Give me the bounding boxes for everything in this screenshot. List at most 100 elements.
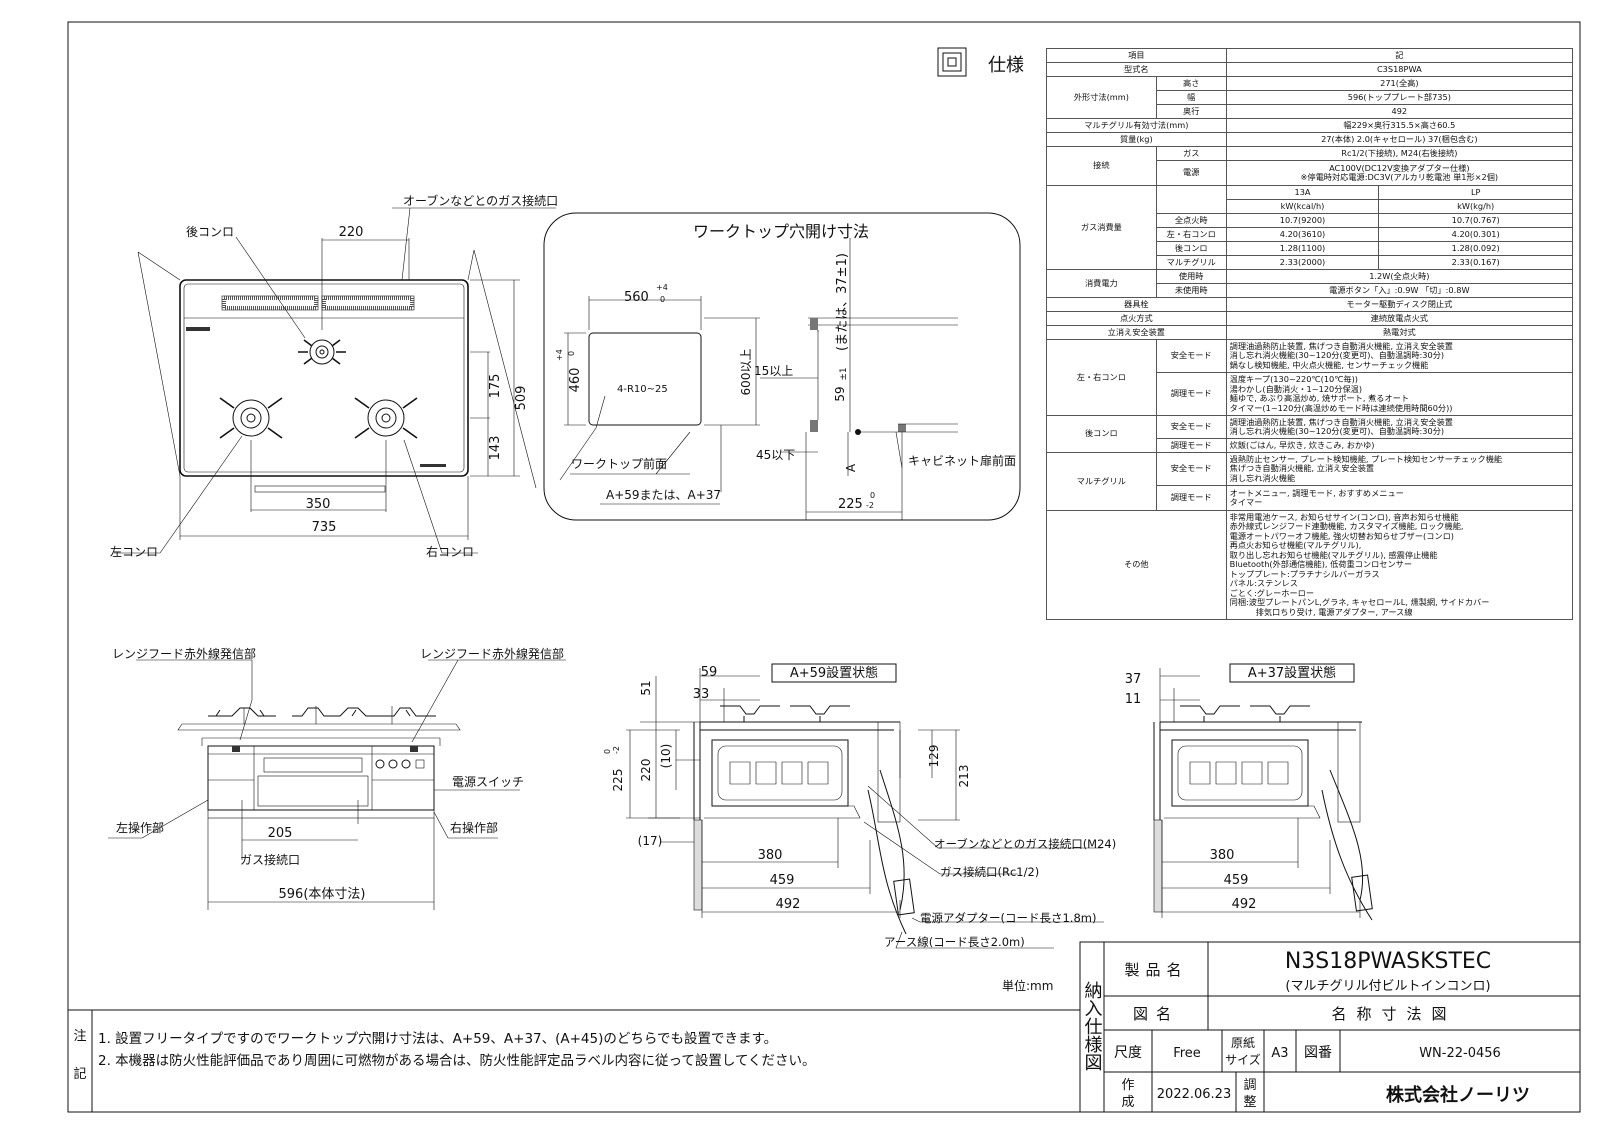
a37-d37: 37 <box>1125 672 1142 687</box>
cutout-d59-tol: ±1 <box>839 367 849 380</box>
spec-row-valve: 器具栓モーター駆動ディスク閉止式 <box>1046 297 1574 312</box>
unit-label: 単位:mm <box>1002 978 1053 993</box>
notes-label-2: 記 <box>73 1066 86 1082</box>
top-view <box>114 207 556 554</box>
drawing-name: 名称寸法図 <box>1331 1005 1456 1023</box>
drawing-no: WN-22-0456 <box>1419 1046 1501 1061</box>
product-subtitle: (マルチグリル付ビルトインコンロ) <box>1285 979 1490 994</box>
cutout-w560-tol: +4 <box>656 283 668 292</box>
cutout-radius: 4-R10~25 <box>617 384 668 395</box>
a59-d220: 220 <box>639 759 653 782</box>
cutout-dn45: 45以下 <box>756 448 795 462</box>
spec-row-mass: 質量(kg)27(本体) 2.0(キャセロール) 37(梱包含む) <box>1046 132 1574 147</box>
front-view <box>108 659 566 910</box>
control-knobs-icon <box>375 759 411 769</box>
dim-205: 205 <box>268 826 293 841</box>
a37-d380: 380 <box>1210 848 1235 863</box>
spec-row-flame-safety: 立消え安全装置熱電対式 <box>1046 325 1574 340</box>
check-label-1: 調 <box>1243 1078 1256 1093</box>
top-gas-port-label: オーブンなどとのガス接続口 <box>403 193 558 208</box>
dim-735: 735 <box>312 520 337 535</box>
left-operation-label: 左操作部 <box>116 820 164 835</box>
cutout-cabinet-label: キャビネット扉前面 <box>908 453 1016 468</box>
right-operation-label: 右操作部 <box>450 820 498 835</box>
made-label-2: 成 <box>1121 1095 1134 1110</box>
cutout-a: A <box>844 463 858 472</box>
cutout-a59-label: A+59または、A+37 <box>606 488 721 502</box>
notes-label-1: 注 <box>73 1029 86 1044</box>
spec-row-lr-safe: 左・右コンロ 安全モード 調理油過熱防止装置, 焦げつき自動消火機能, 立消え安… <box>1046 339 1574 416</box>
product-name-label: 製品名 <box>1124 961 1187 979</box>
a37-d11: 11 <box>1125 692 1142 707</box>
dim-143: 143 <box>488 436 503 461</box>
spec-row-mg-safe: マルチグリル 安全モード 過熱防止センサー, プレート検知機能, プレート検知セ… <box>1046 452 1574 511</box>
right-burner-label: 右コンロ <box>426 544 474 559</box>
cutout-h460: 460 <box>568 368 583 393</box>
a59-d33: 33 <box>693 687 710 702</box>
rear-burner-label: 後コンロ <box>186 225 234 239</box>
scale-label: 尺度 <box>1114 1045 1142 1061</box>
cutout-d225-tol: 0 <box>870 491 875 500</box>
paper-size-label-2: サイズ <box>1225 1052 1261 1067</box>
spec-row-model: 型式名 C3S18PWA <box>1046 62 1574 77</box>
paper-size-label-1: 原紙 <box>1231 1035 1255 1050</box>
drawing-name-label: 図名 <box>1133 1005 1179 1023</box>
side-view-a37 <box>1153 663 1373 921</box>
cutout-title: ワークトップ穴開け寸法 <box>693 222 869 241</box>
a59-earth-label: アース線(コード長さ2.0m) <box>884 935 1025 949</box>
a59-title: A+59設置状態 <box>790 665 878 681</box>
cutout-w560-tol2: 0 <box>660 295 665 304</box>
dim-220: 220 <box>339 225 364 240</box>
spec-row-other: その他 非常用電池ケース, お知らせサイン(コンロ), 音声お知らせ機能赤外線式… <box>1046 510 1574 620</box>
cutout-d225: 225 <box>838 497 863 512</box>
drawing-no-label: 図番 <box>1304 1045 1332 1061</box>
a37-d492: 492 <box>1232 897 1257 912</box>
cutout-h460-tol2: 0 <box>567 351 576 356</box>
side-view-a59 <box>626 663 1104 949</box>
cutout-d225-tol2: -2 <box>866 501 874 510</box>
made-date: 2022.06.23 <box>1157 1087 1231 1102</box>
left-burner-label: 左コンロ <box>110 544 158 559</box>
a59-oven-gas-label: オーブンなどとのガス接続口(M24) <box>934 837 1116 851</box>
cutout-diagram <box>543 212 1021 521</box>
cutout-up15: 15以上 <box>754 364 793 378</box>
dim-509: 509 <box>514 386 529 411</box>
cutout-h600: 600以上 <box>739 349 753 396</box>
hood-ir-right-label: レンジフード赤外線発信部 <box>420 646 564 661</box>
a37-d459: 459 <box>1224 873 1249 888</box>
dim-175: 175 <box>488 374 503 399</box>
cutout-w560: 560 <box>624 290 649 305</box>
delivery-spec-label: 納入仕様図 <box>1082 981 1103 1071</box>
spec-row-mg-cook: 調理モード オートメニュー, 調理モード, おすすめメニュータイマー <box>1047 485 1574 511</box>
dim-596: 596(本体寸法) <box>279 887 366 902</box>
a59-adapter-label: 電源アダプター(コード長さ1.8m) <box>920 911 1096 925</box>
spec-row-power: 電源 AC100V(DC12V変換アダプター仕様)※停電時対応電源:DC3V(ア… <box>1047 160 1574 186</box>
a59-d59: 59 <box>701 665 718 680</box>
a59-d225: 225 <box>611 769 625 792</box>
cutout-front-label: ワークトップ前面 <box>571 456 667 471</box>
cutout-h460-tol: +4 <box>555 349 564 361</box>
spec-heading: 仕様 <box>988 55 1024 76</box>
spec-row-grill: マルチグリル有効寸法(mm)幅229×奥行315.5×高さ60.5 <box>1046 118 1574 133</box>
dim-350: 350 <box>306 497 331 512</box>
title-block <box>1079 941 1581 1113</box>
a59-d17: (17) <box>638 834 663 848</box>
spec-row-elec-idle: 未使用時電源ボタン「入」:0.9W 「切」:0.8W <box>1047 283 1574 298</box>
scale-value: Free <box>1173 1046 1201 1061</box>
spec-row-back-safe: 後コンロ 安全モード 調理油過熱防止装置, 焦げつき自動消火機能, 立消え安全装… <box>1046 415 1574 453</box>
a59-d51: 51 <box>639 680 653 695</box>
a59-d10: (10) <box>659 744 673 769</box>
power-switch-label: 電源スイッチ <box>452 775 524 789</box>
a59-d129: 129 <box>927 745 941 768</box>
spec-header-row: 項目 記 <box>1046 48 1574 63</box>
note-1: 1. 設置フリータイプですのでワークトップ穴開け寸法は、A+59、A+37、(A… <box>98 1031 777 1047</box>
